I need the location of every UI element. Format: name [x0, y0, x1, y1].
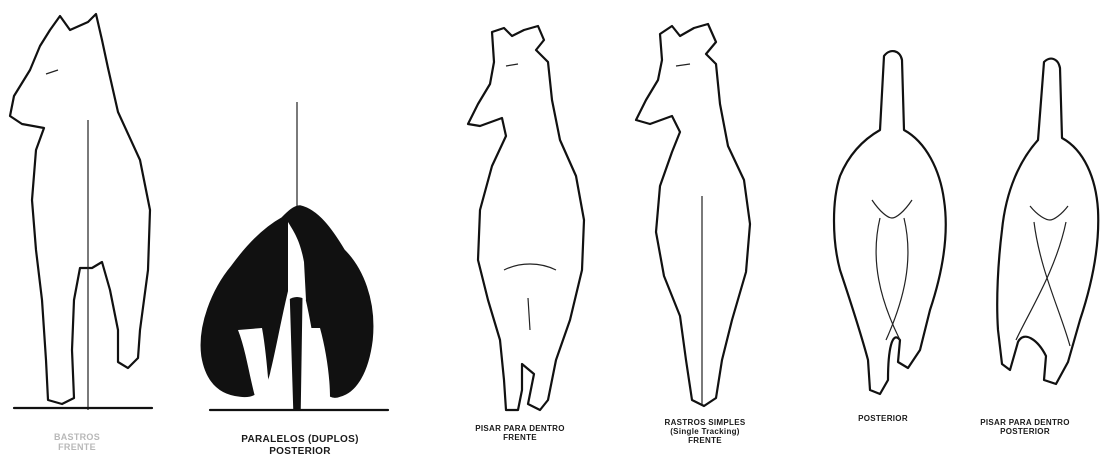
- caption-figure-2-line-2: POSTERIOR: [210, 446, 390, 458]
- caption-figure-4: RASTROS SIMPLES (Single Tracking) FRENTE: [640, 418, 770, 446]
- dog-rear-figure-5: [834, 51, 946, 394]
- dog-rear-figure-6: [997, 59, 1098, 384]
- caption-figure-2: PARALELOS (DUPLOS) POSTERIOR: [210, 434, 390, 457]
- caption-figure-3-line-2: FRENTE: [440, 433, 600, 442]
- dog-front-figure-3: [468, 26, 584, 410]
- caption-figure-4-line-2: (Single Tracking): [640, 427, 770, 436]
- caption-figure-5: POSTERIOR: [828, 414, 938, 423]
- caption-figure-3: PISAR PARA DENTRO FRENTE: [440, 424, 600, 442]
- caption-figure-5-line-1: POSTERIOR: [828, 414, 938, 423]
- dog-front-figure-4: [636, 24, 750, 406]
- dog-rear-figure-2: [201, 102, 388, 410]
- caption-figure-4-line-3: FRENTE: [640, 436, 770, 445]
- caption-figure-1-line-2: FRENTE: [22, 442, 132, 452]
- dog-front-figure-1: [10, 14, 152, 410]
- caption-figure-1: BASTROS FRENTE: [22, 432, 132, 453]
- caption-figure-6: PISAR PARA DENTRO POSTERIOR: [950, 418, 1100, 436]
- caption-figure-1-line-1: BASTROS: [22, 432, 132, 442]
- caption-figure-6-line-1: PISAR PARA DENTRO: [950, 418, 1100, 427]
- caption-figure-4-line-1: RASTROS SIMPLES: [640, 418, 770, 427]
- caption-figure-3-line-1: PISAR PARA DENTRO: [440, 424, 600, 433]
- caption-figure-6-line-2: POSTERIOR: [950, 427, 1100, 436]
- caption-figure-2-line-1: PARALELOS (DUPLOS): [210, 434, 390, 446]
